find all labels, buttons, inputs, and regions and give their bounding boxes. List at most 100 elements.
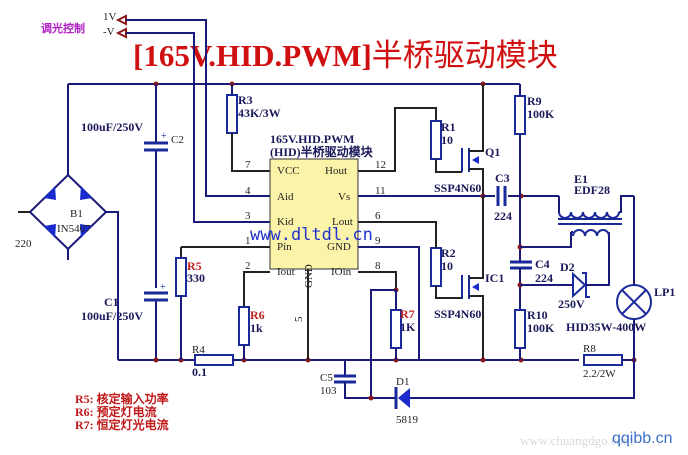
pin-name: Aid xyxy=(277,191,294,203)
r1-ref: R1 xyxy=(441,120,456,134)
r5-resistor xyxy=(175,257,187,297)
dim-minus-terminal-icon xyxy=(115,27,127,39)
pin-name: GND xyxy=(327,241,351,253)
c2-plus-icon: + xyxy=(161,131,167,142)
b1-ref: B1 xyxy=(70,208,83,220)
note-r5: R5: 核定输入功率 xyxy=(75,392,169,406)
wire xyxy=(435,286,462,299)
junction xyxy=(153,357,159,363)
watermark-faded: www.chuangdgo.com xyxy=(520,433,634,448)
dimming-control-label: 调光控制 xyxy=(41,23,85,35)
mosfet-q1 xyxy=(461,84,484,196)
ic1-ref: IC1 xyxy=(485,271,504,285)
pin-num: 9 xyxy=(375,235,381,247)
title-suffix: 半桥驱动模块 xyxy=(371,38,558,73)
wire xyxy=(410,360,635,399)
r1-resistor xyxy=(430,120,442,160)
ac-input-label: 220 xyxy=(15,238,32,250)
r8-resistor xyxy=(583,354,623,366)
ic1-value: SSP4N60 xyxy=(434,307,481,321)
wire xyxy=(344,382,396,399)
r3-ref: R3 xyxy=(238,93,253,107)
r7-value: 1K xyxy=(400,320,416,334)
pin-num: 6 xyxy=(375,210,381,222)
c1-plus-icon: + xyxy=(160,282,166,293)
wire xyxy=(106,211,119,360)
r3-resistor xyxy=(226,94,238,134)
pin-name: VCC xyxy=(277,165,300,177)
pin-num: 8 xyxy=(375,260,381,272)
pin-name: Iout xyxy=(277,266,295,278)
d1-value: 5819 xyxy=(396,414,419,426)
wire xyxy=(586,232,610,286)
pin-num: 2 xyxy=(245,260,251,272)
wire-hout xyxy=(358,107,437,172)
wire-aid xyxy=(126,19,270,197)
dim-minus-label: -V xyxy=(103,26,115,38)
diagram-title: [165V.HID.PWM]半桥驱动模块 xyxy=(133,30,558,75)
pin-name: Kid xyxy=(277,216,294,228)
r5-ref: R5 xyxy=(187,259,202,273)
r7-ref: R7 xyxy=(400,307,415,321)
r9-resistor xyxy=(514,95,526,135)
r4-value: 0.1 xyxy=(192,365,207,379)
r4-ref: R4 xyxy=(192,344,205,356)
d2-ref: D2 xyxy=(560,260,575,274)
pin-num: 5 xyxy=(293,316,305,322)
b1-value: IN5407 xyxy=(57,223,91,235)
dim-plus-label: 1V xyxy=(103,11,117,23)
r1-value: 10 xyxy=(441,133,453,147)
watermark-corner: qqibb.cn xyxy=(612,430,673,447)
pin-name: Lout xyxy=(332,216,353,228)
diode-d1 xyxy=(394,387,410,409)
c2-ref: C2 xyxy=(171,134,184,146)
q1-ref: Q1 xyxy=(485,145,500,159)
r10-value: 100K xyxy=(527,321,555,335)
r6-value: 1k xyxy=(250,321,263,335)
wire-gnd xyxy=(358,246,420,360)
d2-value: 250V xyxy=(558,297,585,311)
q1-value: SSP4N60 xyxy=(434,181,481,195)
wire xyxy=(435,159,462,173)
r8-ref: R8 xyxy=(583,343,596,355)
note-r6: R6: 预定灯电流 xyxy=(75,405,157,419)
pin-name: Vs xyxy=(338,191,350,203)
ic-name: 165V.HID.PWM xyxy=(270,132,354,146)
wire-secondary xyxy=(520,232,572,248)
wire-pin2 xyxy=(243,271,270,307)
c3-value: 224 xyxy=(494,209,512,223)
r5-value: 330 xyxy=(187,271,205,285)
c4-ref: C4 xyxy=(535,257,550,271)
ic-subtitle: (HID)半桥驱动模块 xyxy=(270,144,374,159)
dim-plus-terminal-icon xyxy=(115,14,127,26)
r2-ref: R2 xyxy=(441,246,456,260)
r3-value: 43K/3W xyxy=(238,106,281,120)
wire-d1-feedback xyxy=(370,289,396,398)
r4-resistor xyxy=(194,354,234,366)
r9-value: 100K xyxy=(527,107,555,121)
pin-num: 1 xyxy=(245,235,251,247)
note-r7: R7: 恒定灯光电流 xyxy=(75,418,169,432)
pin-num: 3 xyxy=(245,210,251,222)
pin-name: IOin xyxy=(331,266,352,278)
pwm-ic-body xyxy=(269,158,359,270)
r10-resistor xyxy=(514,309,526,349)
junction xyxy=(368,395,374,401)
r6-ref: R6 xyxy=(250,308,265,322)
pin-num: 12 xyxy=(375,159,386,171)
d1-ref: D1 xyxy=(396,376,409,388)
lp1-ref: LP1 xyxy=(654,285,675,299)
c1-ref: C1 xyxy=(104,295,119,309)
wire-vcc xyxy=(231,133,270,172)
pin-num: 7 xyxy=(245,159,251,171)
c1-value: 100uF/250V xyxy=(81,309,143,323)
e1-value: EDF28 xyxy=(574,183,610,197)
title-prefix: [165V.HID.PWM] xyxy=(133,38,372,73)
e1-ref: E1 xyxy=(574,172,588,186)
bridge-rectifier-b1 xyxy=(28,173,108,251)
watermark-center: www.dltdl.cn xyxy=(250,225,373,245)
r2-value: 10 xyxy=(441,259,453,273)
c5-value: 103 xyxy=(320,385,337,397)
pin-num: 4 xyxy=(245,185,251,197)
